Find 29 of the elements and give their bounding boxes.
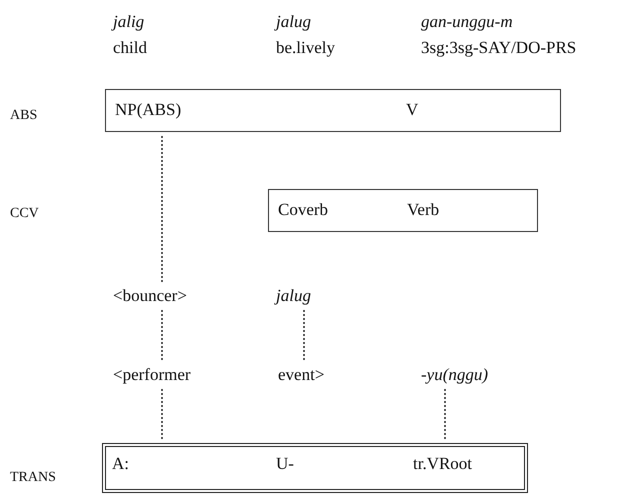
gloss-translation: child bbox=[113, 38, 147, 58]
slot-label: A: bbox=[112, 454, 129, 474]
gloss-translation: be.lively bbox=[276, 38, 336, 58]
dotted-line bbox=[161, 310, 163, 361]
slot-label: tr.VRoot bbox=[413, 454, 472, 474]
construction-box bbox=[268, 189, 538, 232]
dotted-line bbox=[161, 136, 163, 282]
dotted-line bbox=[444, 389, 446, 439]
dotted-line bbox=[161, 389, 163, 439]
slot-label: V bbox=[406, 100, 418, 120]
slot-label: Verb bbox=[407, 200, 440, 220]
slot-label: U- bbox=[276, 454, 294, 474]
role-text: event> bbox=[278, 365, 348, 385]
row-label: CCV bbox=[10, 205, 39, 223]
dotted-line bbox=[303, 310, 305, 361]
gloss-word: gan-unggu-m bbox=[421, 12, 513, 32]
role-text: <bouncer> bbox=[113, 286, 205, 306]
construction-box bbox=[105, 89, 561, 132]
slot-label: Coverb bbox=[278, 200, 328, 220]
gloss-word: jalig bbox=[113, 12, 144, 32]
gloss-translation: 3sg:3sg-SAY/DO-PRS bbox=[421, 38, 576, 58]
role-text: <performer bbox=[113, 365, 213, 385]
row-label: ABS bbox=[10, 107, 38, 125]
construction-box bbox=[102, 443, 528, 493]
row-label: TRANS bbox=[10, 469, 56, 487]
role-text: -yu(nggu) bbox=[421, 365, 517, 385]
slot-label: NP(ABS) bbox=[115, 100, 182, 120]
gloss-word: jalug bbox=[276, 12, 311, 32]
role-text: jalug bbox=[276, 286, 326, 306]
